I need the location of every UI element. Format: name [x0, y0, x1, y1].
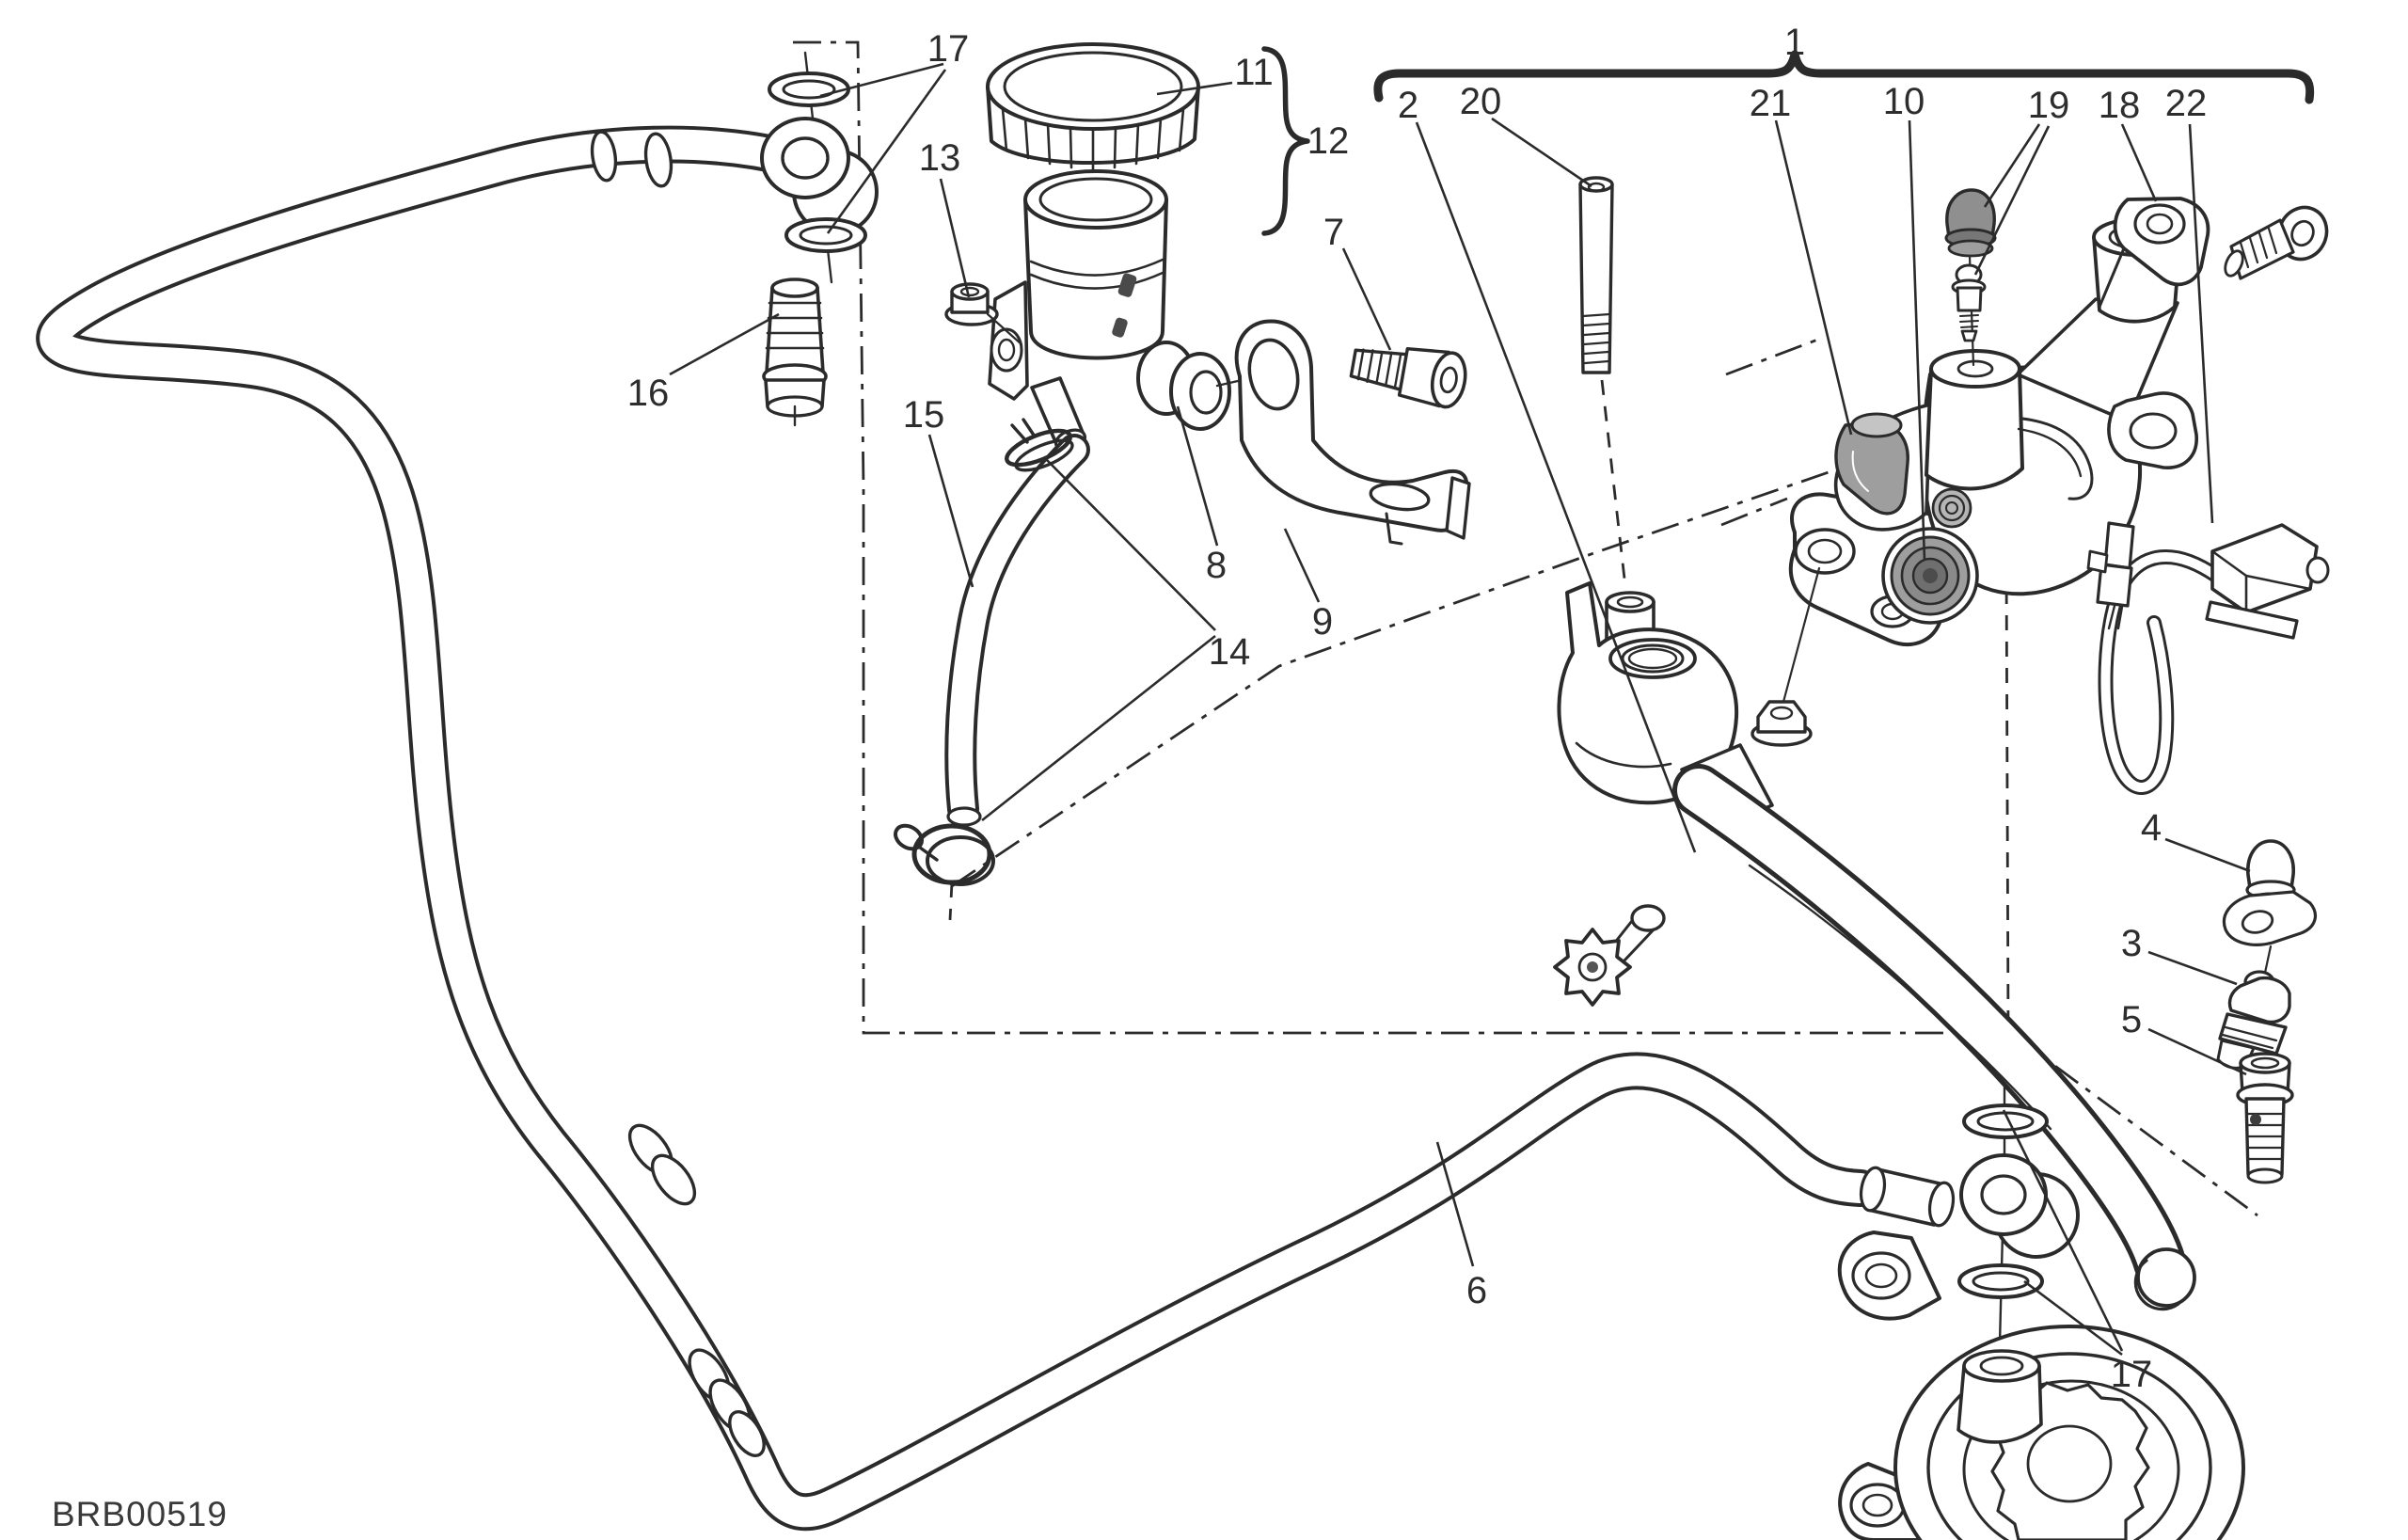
group-brace-12: [1261, 46, 1310, 236]
circlip-coil: [1931, 487, 1972, 529]
lever-pivot-body: [1557, 581, 1739, 805]
stud-20: [1578, 176, 1614, 374]
callout-21: 21: [1750, 83, 1792, 124]
pan-screw-7: [1349, 347, 1467, 409]
callout-20: 20: [1460, 81, 1502, 122]
banjo-fitting-top-left: [760, 51, 879, 284]
switch-connector: [2086, 521, 2135, 630]
pivot-nut: [1751, 700, 1813, 747]
master-cylinder-assembly: [1553, 176, 2330, 1311]
callout-2: 2: [1398, 85, 1418, 126]
callout-22: 22: [2165, 83, 2208, 124]
reservoir-body: [988, 169, 1168, 452]
callout-1: 1: [1784, 22, 1805, 63]
clamp-bolt: [2224, 205, 2329, 280]
hose-clip-upper-14: [1005, 418, 1074, 472]
support-bracket-9: [1234, 319, 1471, 546]
lever-pin-cap-4: [2222, 839, 2318, 975]
flange-nut-13: [944, 282, 1023, 346]
grommet-8: [1136, 341, 1260, 431]
callout-10: 10: [1883, 81, 1925, 122]
callout-8: 8: [1206, 545, 1227, 586]
assembly-bracket-1: [1373, 50, 2315, 104]
clutch-slave-cylinder: [1837, 1230, 2245, 1540]
reservoir-cap: [986, 42, 1200, 171]
bleed-union-3: [2216, 970, 2291, 1070]
spring-clamp-lower-14: [894, 823, 995, 886]
slave-cylinder-group: [1837, 1082, 2245, 1540]
hose-union-elbow-21: [1834, 412, 1909, 516]
callout-11: 11: [1234, 52, 1274, 93]
clutch-switch-22: [2086, 521, 2330, 795]
callout-19: 19: [2028, 85, 2070, 126]
leader-lines: [669, 62, 2251, 1357]
hose-collar-fittings: [627, 1123, 766, 1457]
cap-knurling: [1001, 107, 1185, 171]
callout-17-top: 17: [927, 28, 970, 70]
group-brackets: [1261, 46, 2315, 236]
callout-labels: 1 2 3 4 5 6 7 8 9 10 11 12 13 14 15 16 1…: [627, 22, 2208, 1395]
callout-9: 9: [1312, 601, 1333, 643]
seal-washer-top-1: [768, 71, 850, 107]
callout-15: 15: [903, 394, 945, 436]
breather-hose-15: [944, 434, 1090, 827]
reservoir-logo-mark: [1117, 273, 1137, 297]
drawing-part-code: BRB00519: [52, 1495, 228, 1533]
callout-14: 14: [1209, 631, 1251, 673]
piston-bore-10: [1881, 527, 1979, 625]
callout-5: 5: [2121, 999, 2142, 1040]
clutch-lever-blade: [1672, 743, 2196, 1311]
callout-18: 18: [2099, 85, 2141, 126]
construction-lines: [793, 40, 2258, 1217]
banjo-fitting-bottom: [1859, 1153, 2080, 1259]
callout-4: 4: [2141, 807, 2162, 849]
banjo-bolt-5: [2236, 1052, 2294, 1184]
callout-6: 6: [1466, 1270, 1487, 1311]
clutch-hose: [36, 125, 1879, 1532]
callout-17-bottom: 17: [2111, 1354, 2153, 1395]
handlebar-clamp-18: [2098, 197, 2210, 469]
callout-12: 12: [1307, 120, 1350, 162]
master-cylinder-body: [1833, 217, 2182, 625]
seal-washer-bottom-1: [1962, 1103, 2049, 1139]
callout-7: 7: [1323, 212, 1344, 253]
bleed-valve-cap-19: [1944, 188, 1997, 258]
reservoir-logo-mark: [1112, 317, 1128, 338]
bleed-valve-19: [1951, 254, 1987, 367]
lever-adjuster-knob: [1553, 904, 1666, 1007]
seal-washer-bottom-2: [1957, 1263, 2044, 1299]
banjo-bolt-16: [762, 278, 828, 427]
seal-washer-top-2: [784, 217, 867, 253]
callout-3: 3: [2121, 923, 2142, 964]
callout-16: 16: [627, 373, 670, 414]
callout-13: 13: [919, 137, 961, 179]
